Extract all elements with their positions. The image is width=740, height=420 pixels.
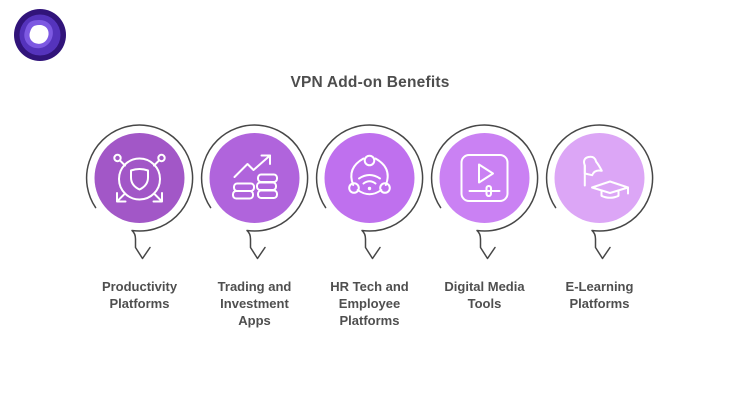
connector-arrow [85,124,194,260]
benefit-label: Digital Media Tools [444,279,525,311]
benefit-circle [324,133,415,223]
benefit-item: HR Tech and Employee Platforms [312,112,427,329]
media-player-icon [460,154,509,202]
benefit-circle [94,133,185,223]
connector-arrow [200,124,309,260]
benefit-label: HR Tech and Employee Platforms [330,279,409,328]
benefit-item: Trading and Investment Apps [197,112,312,329]
graduation-flag-icon [583,155,629,199]
connector-arrow [315,124,424,260]
benefit-item: Digital Media Tools [427,112,542,329]
logo-core [29,25,49,44]
benefits-row: Productivity Platforms Trading and Inves… [82,112,657,329]
benefit-label: Trading and Investment Apps [217,279,292,328]
benefit-circle [209,133,300,223]
benefit-label: Productivity Platforms [101,279,178,311]
benefit-item: Productivity Platforms [82,112,197,329]
benefit-item: E-Learning Platforms [542,112,657,329]
connector-arrow [430,124,539,260]
benefit-label: E-Learning Platforms [565,279,634,311]
network-wifi-icon [348,154,391,196]
share-shield-icon [113,153,166,203]
benefit-circle [554,133,645,223]
connector-arrow [545,124,654,260]
growth-coins-icon [232,154,278,200]
page-title: VPN Add-on Benefits [290,74,450,91]
vpn-brand-logo [14,9,66,61]
